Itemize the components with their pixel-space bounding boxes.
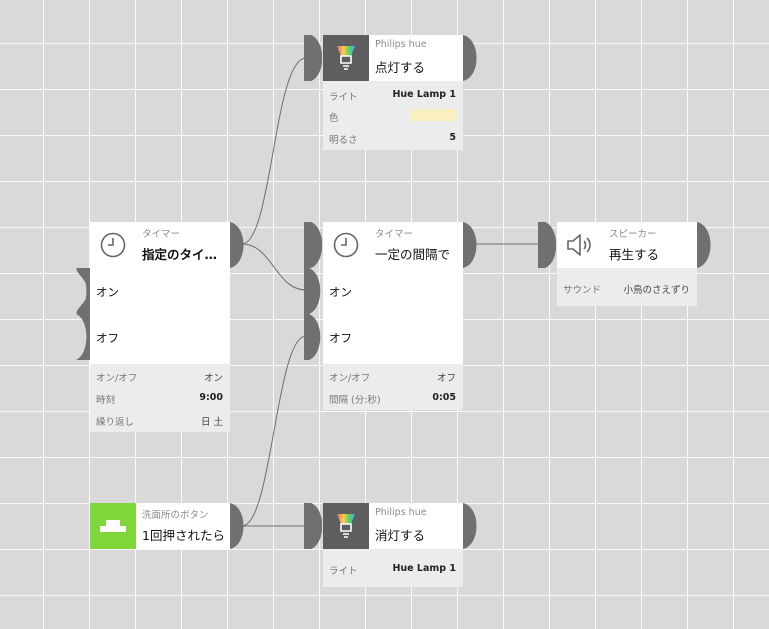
input-on-connector[interactable] <box>304 268 323 314</box>
prop-key: ライト <box>329 92 358 103</box>
prop-color[interactable]: 色 <box>323 105 463 127</box>
output-connector[interactable] <box>697 222 713 268</box>
input-on-label: オン <box>329 285 352 299</box>
prop-light[interactable]: ライト Hue Lamp 1 <box>323 558 463 580</box>
prop-value: 0:05 <box>432 392 456 403</box>
prop-onoff[interactable]: オン/オフ オン <box>90 365 230 387</box>
prop-key: オン/オフ <box>329 373 371 384</box>
wire-button-to-interval-off <box>241 335 307 527</box>
node-title: 点灯する <box>375 60 426 75</box>
prop-time[interactable]: 時刻 9:00 <box>90 387 230 409</box>
node-header[interactable]: タイマー 指定のタイ… <box>90 222 230 268</box>
color-swatch[interactable] <box>410 109 456 121</box>
input-off-label: オフ <box>329 331 352 345</box>
node-properties: オン/オフ オン 時刻 9:00 繰り返し 日 土 <box>90 364 230 432</box>
prop-key: 間隔 (分:秒) <box>329 395 381 406</box>
node-properties: サウンド 小鳥のさえずり <box>557 268 697 306</box>
output-connector[interactable] <box>230 222 246 268</box>
output-connector[interactable] <box>463 222 479 268</box>
prop-value: 日 土 <box>200 417 223 428</box>
lightbulb-icon <box>323 35 369 81</box>
prop-value: オフ <box>436 373 456 384</box>
prop-value: 小鳥のさえずり <box>623 285 690 296</box>
input-on-label: オン <box>96 285 119 299</box>
node-title: 1回押されたら <box>142 528 225 543</box>
node-properties: ライト Hue Lamp 1 <box>323 549 463 587</box>
input-off-connector[interactable] <box>304 314 323 364</box>
input-connector[interactable] <box>304 503 322 549</box>
prop-value: オン <box>203 373 223 384</box>
input-connector[interactable] <box>304 35 322 81</box>
prop-brightness[interactable]: 明るさ 5 <box>323 127 463 149</box>
prop-value: Hue Lamp 1 <box>392 89 456 100</box>
node-title: 指定のタイ… <box>142 247 218 262</box>
node-header[interactable]: 洗面所のボタン 1回押されたら <box>90 503 230 549</box>
prop-value: Hue Lamp 1 <box>392 563 456 574</box>
prop-key: 時刻 <box>96 395 116 406</box>
node-category: スピーカー <box>609 229 657 240</box>
prop-value: 5 <box>449 132 456 143</box>
input-ports: オン オフ <box>323 268 463 364</box>
clock-icon <box>90 222 136 268</box>
output-connector[interactable] <box>463 503 479 549</box>
node-category: タイマー <box>142 229 181 240</box>
input-off-label: オフ <box>96 331 119 345</box>
input-ports: オン オフ <box>90 268 230 364</box>
push-button-icon <box>90 503 136 549</box>
prop-repeat[interactable]: 繰り返し 日 土 <box>90 409 230 431</box>
node-header[interactable]: Philips hue 消灯する <box>323 503 463 549</box>
speaker-icon <box>557 222 603 268</box>
output-connector[interactable] <box>230 503 246 549</box>
node-header[interactable]: Philips hue 点灯する <box>323 35 463 81</box>
wire-timer-to-interval-on <box>241 243 307 291</box>
prop-light[interactable]: ライト Hue Lamp 1 <box>323 84 463 106</box>
prop-key: 明るさ <box>329 135 358 146</box>
input-connector[interactable] <box>538 222 556 268</box>
node-properties: ライト Hue Lamp 1 色 明るさ 5 <box>323 81 463 150</box>
prop-key: オン/オフ <box>96 373 138 384</box>
node-category: Philips hue <box>375 507 427 518</box>
prop-key: 繰り返し <box>96 417 135 428</box>
output-connector[interactable] <box>463 35 479 81</box>
node-category: タイマー <box>375 229 414 240</box>
prop-interval[interactable]: 間隔 (分:秒) 0:05 <box>323 387 463 409</box>
node-title: 消灯する <box>375 528 426 543</box>
clock-icon <box>323 222 369 268</box>
prop-sound[interactable]: サウンド 小鳥のさえずり <box>557 277 697 299</box>
node-title: 再生する <box>609 247 660 262</box>
input-on-connector[interactable] <box>76 268 90 314</box>
node-category: Philips hue <box>375 39 427 50</box>
node-header[interactable]: スピーカー 再生する <box>557 222 697 268</box>
input-connector[interactable] <box>304 222 322 268</box>
node-title: 一定の間隔で <box>375 247 451 262</box>
node-category: 洗面所のボタン <box>142 510 209 521</box>
prop-key: サウンド <box>563 285 602 296</box>
prop-key: 色 <box>329 113 339 124</box>
wire-timer-to-hue-on <box>241 57 307 245</box>
lightbulb-icon <box>323 503 369 549</box>
prop-value: 9:00 <box>199 392 223 403</box>
input-off-connector[interactable] <box>76 314 90 360</box>
node-properties: オン/オフ オフ 間隔 (分:秒) 0:05 <box>323 364 463 410</box>
prop-onoff[interactable]: オン/オフ オフ <box>323 365 463 387</box>
node-header[interactable]: タイマー 一定の間隔で <box>323 222 463 268</box>
prop-key: ライト <box>329 566 358 577</box>
